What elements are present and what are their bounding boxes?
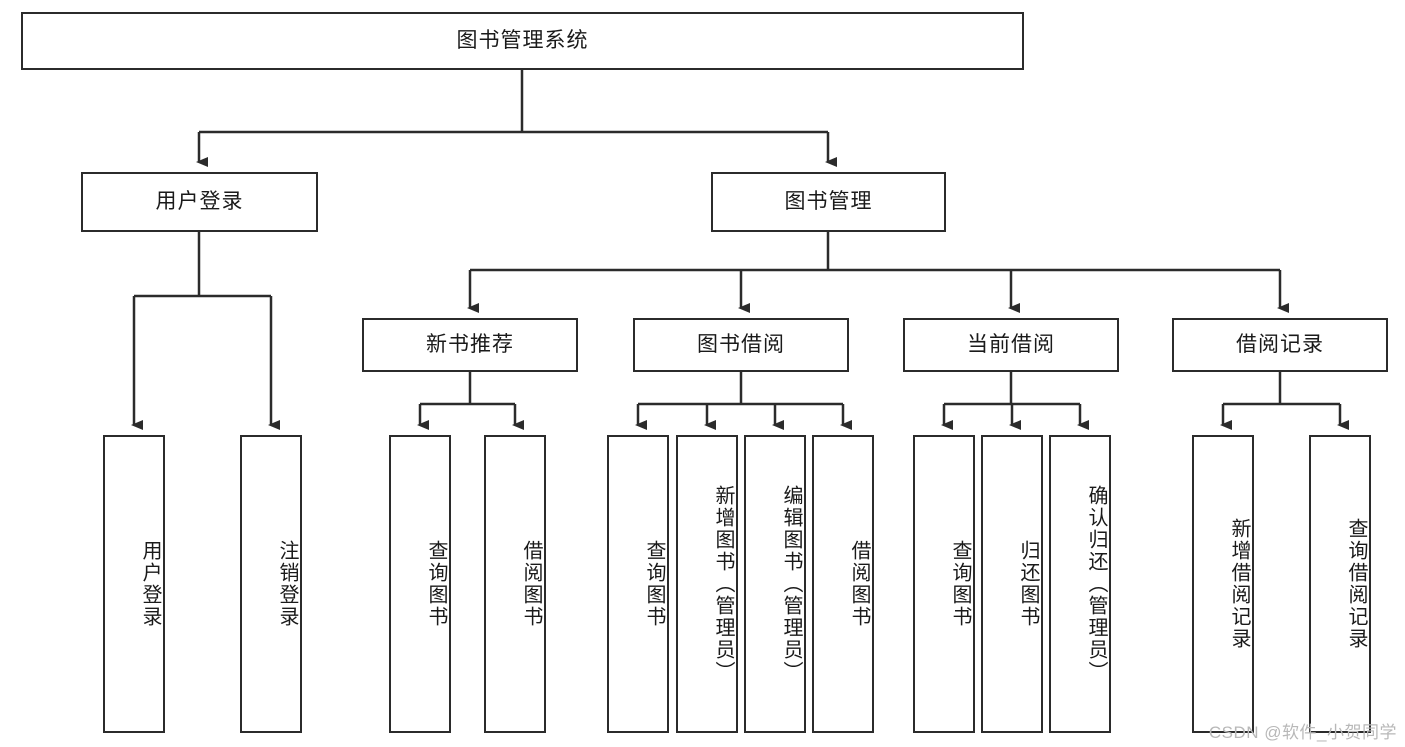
node-leaf-return-book[interactable]: 归还图书 — [981, 435, 1043, 733]
node-label: 确认归还（管理员） — [1085, 485, 1107, 683]
node-leaf-user-login[interactable]: 用户登录 — [103, 435, 165, 733]
node-leaf-add-book-admin[interactable]: 新增图书（管理员） — [676, 435, 738, 733]
node-leaf-query-borrow-record[interactable]: 查询借阅记录 — [1309, 435, 1371, 733]
node-label: 编辑图书（管理员） — [780, 485, 802, 683]
node-label: 查询图书 — [643, 540, 665, 628]
node-leaf-query-book-newbook[interactable]: 查询图书 — [389, 435, 451, 733]
node-leaf-query-book-borrow[interactable]: 查询图书 — [607, 435, 669, 733]
node-level2-current-borrow[interactable]: 当前借阅 — [903, 318, 1119, 372]
node-label: 注销登录 — [276, 540, 298, 628]
node-label: 新增图书（管理员） — [712, 485, 734, 683]
node-leaf-logout[interactable]: 注销登录 — [240, 435, 302, 733]
node-level2-new-book-recommend[interactable]: 新书推荐 — [362, 318, 578, 372]
node-level1-user-login[interactable]: 用户登录 — [81, 172, 318, 232]
node-label: 新增借阅记录 — [1228, 518, 1250, 650]
node-label: 借阅图书 — [848, 540, 870, 628]
node-label: 用户登录 — [155, 190, 244, 214]
node-label: 查询借阅记录 — [1345, 518, 1367, 650]
node-level2-book-borrow[interactable]: 图书借阅 — [633, 318, 849, 372]
node-label: 查询图书 — [425, 540, 447, 628]
node-label: 归还图书 — [1017, 540, 1039, 628]
node-label: 当前借阅 — [967, 333, 1055, 357]
node-label: 新书推荐 — [426, 333, 514, 357]
node-level2-borrow-record[interactable]: 借阅记录 — [1172, 318, 1388, 372]
node-root-label: 图书管理系统 — [456, 29, 589, 53]
node-leaf-confirm-return-admin[interactable]: 确认归还（管理员） — [1049, 435, 1111, 733]
node-leaf-add-borrow-record[interactable]: 新增借阅记录 — [1192, 435, 1254, 733]
node-leaf-query-book-current[interactable]: 查询图书 — [913, 435, 975, 733]
node-label: 图书管理 — [784, 190, 873, 214]
node-label: 借阅图书 — [520, 540, 542, 628]
node-label: 查询图书 — [949, 540, 971, 628]
node-root[interactable]: 图书管理系统 — [21, 12, 1024, 70]
csdn-watermark: CSDN @软件_小贺同学 — [1208, 723, 1397, 742]
node-leaf-borrow-book-newbook[interactable]: 借阅图书 — [484, 435, 546, 733]
node-leaf-borrow-book[interactable]: 借阅图书 — [812, 435, 874, 733]
node-label: 借阅记录 — [1236, 333, 1324, 357]
node-label: 图书借阅 — [697, 333, 785, 357]
node-label: 用户登录 — [139, 540, 161, 628]
node-level1-book-management[interactable]: 图书管理 — [711, 172, 946, 232]
node-leaf-edit-book-admin[interactable]: 编辑图书（管理员） — [744, 435, 806, 733]
